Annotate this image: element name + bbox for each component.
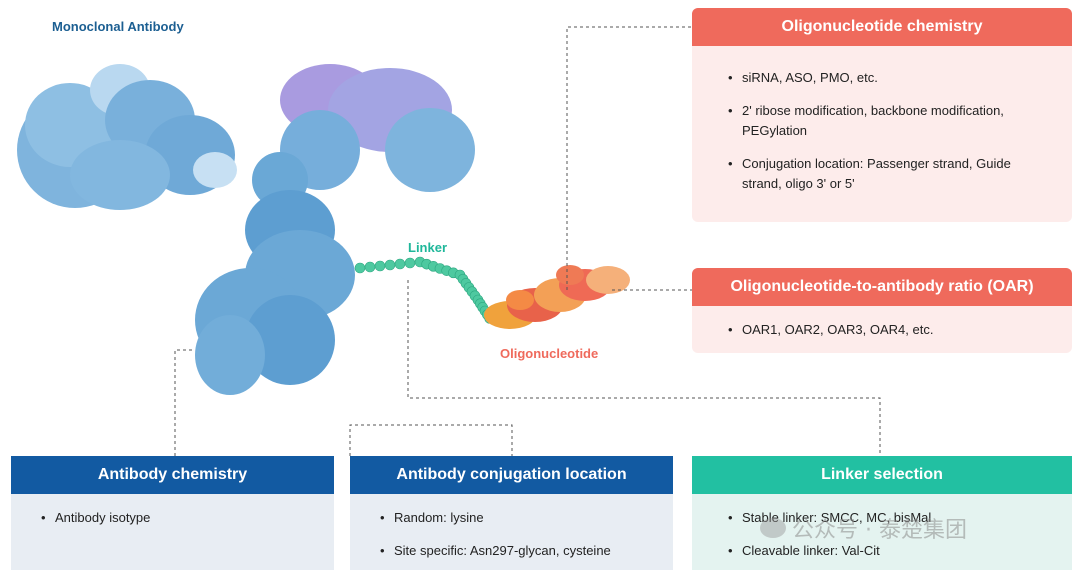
- antibody-chemistry-item: Antibody isotype: [41, 508, 314, 528]
- linker-bead: [364, 261, 376, 273]
- conjugation-location-item: Site specific: Asn297-glycan, cysteine: [380, 541, 653, 561]
- linker-bead: [394, 258, 406, 270]
- oligo-chemistry-item: 2' ribose modification, backbone modific…: [728, 101, 1044, 141]
- conjugation-location-title: Antibody conjugation location: [350, 456, 673, 494]
- linker-bead: [384, 259, 396, 271]
- antibody-chemistry-card: Antibody chemistry Antibody isotype: [11, 456, 334, 570]
- antibody-label: Monoclonal Antibody: [52, 19, 184, 34]
- linker-selection-item: Stable linker: SMCC, MC, bisMal: [728, 508, 1052, 528]
- antibody-structure: [17, 64, 475, 395]
- oligonucleotide-structure: [484, 265, 630, 329]
- linker-chain: [354, 256, 495, 324]
- oligo-chemistry-title: Oligonucleotide chemistry: [692, 8, 1072, 46]
- linker-bead: [404, 257, 416, 269]
- oligo-chemistry-item: siRNA, ASO, PMO, etc.: [728, 68, 1044, 88]
- linker-bead: [354, 262, 366, 274]
- oligo-chemistry-card: Oligonucleotide chemistry siRNA, ASO, PM…: [692, 8, 1072, 222]
- oar-item: OAR1, OAR2, OAR3, OAR4, etc.: [728, 320, 1044, 340]
- wechat-icon: [760, 518, 786, 538]
- oligo-chemistry-item: Conjugation location: Passenger strand, …: [728, 154, 1044, 194]
- connector-lines: [174, 26, 881, 456]
- oligonucleotide-label: Oligonucleotide: [500, 346, 599, 361]
- linker-selection-title: Linker selection: [692, 456, 1072, 494]
- linker-selection-card: Linker selection Stable linker: SMCC, MC…: [692, 456, 1072, 570]
- oar-card: Oligonucleotide-to-antibody ratio (OAR) …: [692, 268, 1072, 353]
- antibody-chemistry-title: Antibody chemistry: [11, 456, 334, 494]
- linker-selection-item: Cleavable linker: Val-Cit: [728, 541, 1052, 561]
- conjugation-location-item: Random: lysine: [380, 508, 653, 528]
- oar-title: Oligonucleotide-to-antibody ratio (OAR): [692, 268, 1072, 306]
- linker-bead: [374, 260, 386, 272]
- watermark: 公众号 · 泰楚集团: [760, 512, 967, 544]
- conjugation-location-card: Antibody conjugation location Random: ly…: [350, 456, 673, 570]
- watermark-text: 公众号 · 泰楚集团: [792, 518, 967, 543]
- linker-label: Linker: [408, 240, 448, 255]
